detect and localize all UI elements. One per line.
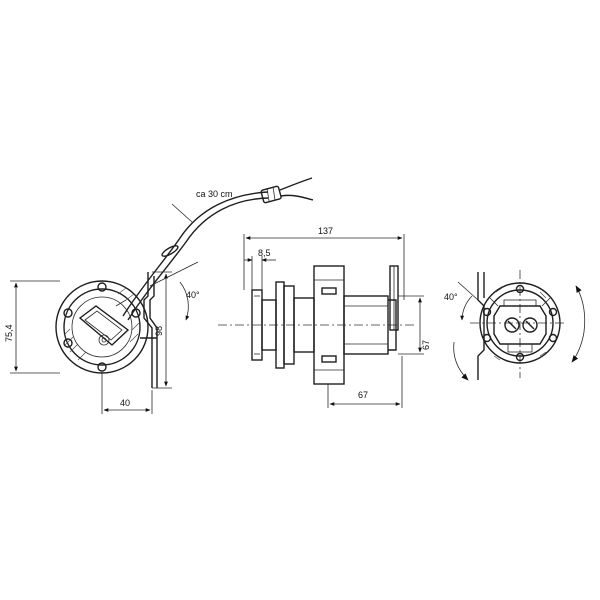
height-label-75-4: 75,4	[4, 324, 14, 342]
side-view	[218, 265, 415, 385]
angle-label-right: 40°	[444, 292, 458, 302]
rear-view: 40°	[444, 270, 586, 381]
flange-thickness-label: 8,5	[258, 248, 271, 258]
front-view-dimensions: ca 30 cm 75,4 98 40 40°	[4, 189, 233, 414]
body-diameter-label: 67	[421, 340, 431, 350]
width-label-40: 40	[120, 398, 130, 408]
cable-length-label: ca 30 cm	[196, 189, 233, 199]
flange-hatching	[63, 287, 141, 361]
body-length-label: 67	[358, 390, 368, 400]
angle-label-left: 40°	[186, 290, 200, 300]
overall-length-label: 137	[318, 226, 333, 236]
front-view	[55, 177, 314, 388]
depth-label-98: 98	[154, 326, 164, 336]
side-view-dimensions: 137 8,5 67 67	[243, 226, 431, 408]
